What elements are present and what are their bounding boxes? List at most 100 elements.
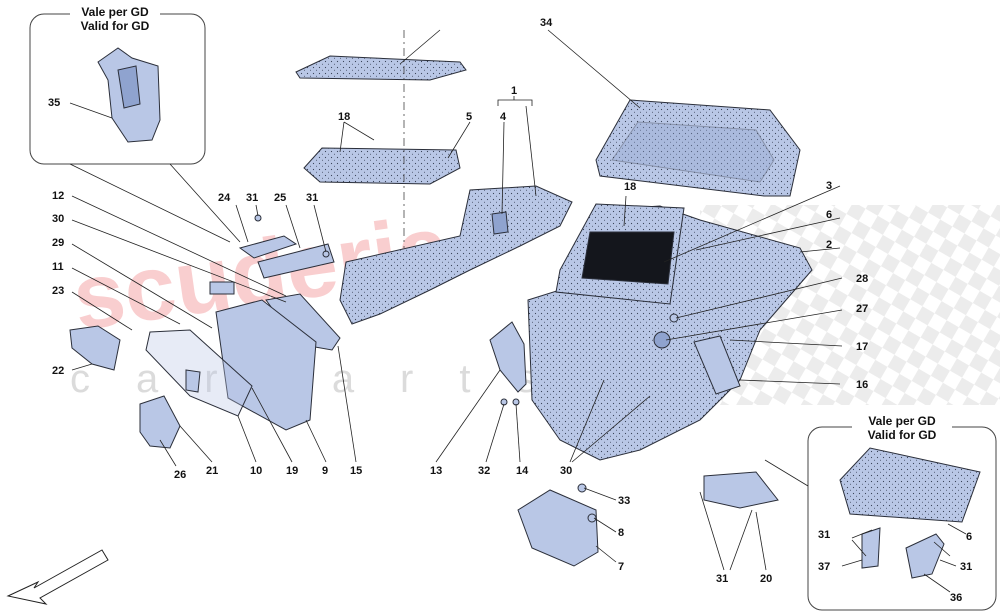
leader-29 (71, 243, 213, 329)
leader-1-4 (501, 105, 537, 215)
parts-group (69, 55, 813, 567)
leader-26 (159, 439, 177, 467)
leader-25 (285, 204, 301, 249)
label-14: 14 (516, 465, 529, 477)
part-6-variant (839, 447, 981, 523)
label-30a: 30 (52, 213, 64, 225)
label-34: 34 (540, 17, 553, 29)
label-18a: 18 (338, 111, 350, 123)
leader-31c (699, 491, 753, 571)
leader-9 (305, 419, 327, 463)
leader-7 (595, 545, 617, 563)
part-labels: 1 2 3 4 5 6 7 8 9 10 11 12 13 14 15 16 1… (52, 17, 868, 585)
part-34-right-mat (595, 99, 801, 197)
leader-15 (337, 345, 357, 463)
part-27-cap (653, 331, 671, 349)
part-34-recess (611, 121, 775, 183)
label-37: 37 (818, 561, 830, 573)
label-26: 26 (174, 469, 186, 481)
leader-2 (799, 247, 841, 253)
label-11: 11 (52, 261, 64, 273)
leader-8 (593, 517, 617, 533)
inset-top-left: Vale per GD Valid for GD 35 (29, 4, 241, 243)
leader-27 (665, 309, 843, 341)
leader-18a (339, 121, 375, 153)
leader-21 (179, 425, 213, 463)
inset-title-bg-2 (852, 414, 952, 446)
label-5: 5 (466, 111, 472, 123)
part-22-bracket (69, 325, 121, 371)
part-7-cover (517, 489, 599, 567)
label-2: 2 (826, 239, 832, 251)
part-28-screw (669, 313, 679, 323)
part-33-screw (577, 483, 587, 493)
label-13: 13 (430, 465, 442, 477)
leader-3 (663, 185, 841, 263)
leader-19 (251, 387, 293, 463)
inset2-title-line1: Vale per GD (868, 414, 936, 428)
label-35: 35 (48, 97, 60, 109)
label-8: 8 (618, 527, 624, 539)
leader-5 (447, 121, 471, 159)
leader-31b (313, 204, 327, 253)
part-24-clip (238, 235, 298, 259)
label-31-inset-b: 31 (960, 561, 972, 573)
label-17: 17 (856, 341, 868, 353)
part-37-bracket (861, 527, 881, 569)
leader-28 (675, 277, 843, 319)
leader-30b (569, 379, 651, 463)
inset-bottom-right: Vale per GD Valid for GD 6 31 31 37 36 (764, 414, 997, 611)
part-4-clip (491, 211, 509, 235)
label-1: 1 (511, 85, 517, 97)
part-21-bracket (139, 395, 181, 449)
label-19: 19 (286, 465, 298, 477)
label-18b: 18 (624, 181, 636, 193)
label-31b: 31 (306, 192, 318, 204)
leader-22 (71, 363, 93, 371)
label-25: 25 (274, 192, 286, 204)
label-15: 15 (350, 465, 362, 477)
label-12: 12 (52, 190, 64, 202)
inset-title-bg (70, 4, 160, 36)
part-20-bracket (703, 471, 779, 509)
label-27: 27 (856, 303, 868, 315)
label-31-inset-a: 31 (818, 529, 830, 541)
inset-title-line1: Vale per GD (81, 5, 149, 19)
front-direction-arrow-icon (6, 549, 109, 605)
label-7: 7 (618, 561, 624, 573)
leader-lines (71, 29, 843, 571)
label-6: 6 (826, 209, 832, 221)
label-24: 24 (218, 192, 231, 204)
label-22: 22 (52, 365, 64, 377)
label-23: 23 (52, 285, 64, 297)
label-36: 36 (950, 592, 962, 604)
leader-10 (237, 415, 257, 463)
label-4: 4 (500, 111, 507, 123)
leader-24 (235, 204, 249, 243)
label-29: 29 (52, 237, 64, 249)
inset-frame-2 (807, 426, 997, 611)
leader-18b (623, 195, 627, 227)
leader-34 (399, 29, 641, 109)
part-12-block (209, 281, 235, 295)
inset-title-line2: Valid for GD (81, 19, 150, 33)
inset-top-left-pointer (69, 163, 241, 243)
label-31c: 31 (716, 573, 728, 585)
label-9: 9 (322, 465, 328, 477)
leader-12 (71, 195, 287, 297)
leader-30a (71, 219, 287, 303)
leader-32 (485, 403, 505, 463)
part-1-tunnel (339, 185, 573, 325)
label-33: 33 (618, 495, 630, 507)
part-5-mat (303, 147, 461, 185)
leader-33 (583, 487, 617, 501)
leader-13 (435, 369, 501, 463)
label-20: 20 (760, 573, 772, 585)
part-25-rail (257, 243, 335, 279)
label-21: 21 (206, 465, 218, 477)
leader-14 (515, 403, 521, 463)
leader-11 (71, 267, 181, 325)
label-3: 3 (826, 180, 832, 192)
part-36-bracket (905, 533, 945, 579)
